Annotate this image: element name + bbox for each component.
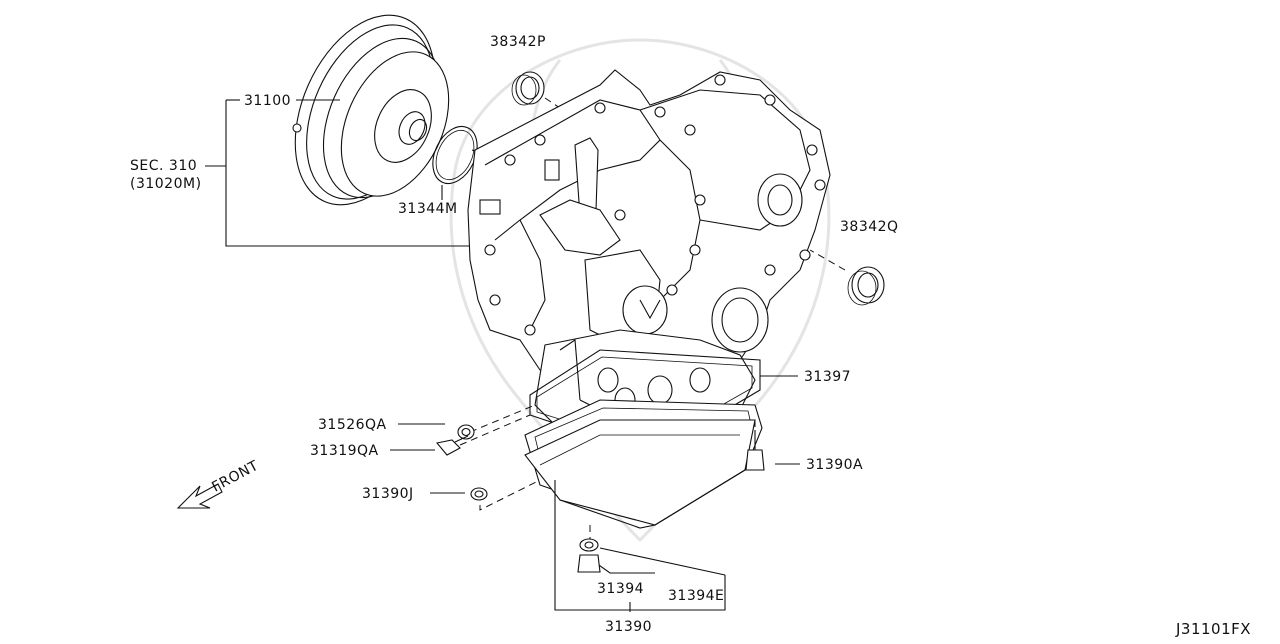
washer-31394E [579,538,599,552]
bolt-31390A [745,449,765,471]
label-38342Q: 38342Q [840,219,899,235]
label-31394E: 31394E [668,588,724,604]
label-31390J: 31390J [362,486,414,502]
label-31390A: 31390A [806,457,863,473]
label-31344M: 31344M [398,201,458,217]
torque-converter [292,14,450,206]
front-arrow: FRONT [176,458,261,509]
label-31397: 31397 [804,369,851,385]
drain-plug-31394 [577,554,601,573]
label-31526QA: 31526QA [318,417,387,433]
label-sec310-sub: (31020M) [130,176,202,192]
plug-31319QA [435,439,461,456]
label-31319QA: 31319QA [310,443,379,459]
diagram-id: J31101FX [1175,620,1251,638]
leader-lines [205,99,846,612]
hardware-parts [435,266,885,573]
seal-38342P [511,71,545,106]
washer-31390J [470,487,488,501]
front-label: FRONT [209,458,261,496]
label-38342P: 38342P [490,34,546,50]
label-31390: 31390 [605,619,652,635]
label-sec310: SEC. 310 [130,158,197,174]
transaxle-case [467,69,831,391]
washer-31526QA [457,424,475,440]
oil-pan [524,399,763,529]
label-31394: 31394 [597,581,644,597]
label-31100: 31100 [244,93,291,109]
